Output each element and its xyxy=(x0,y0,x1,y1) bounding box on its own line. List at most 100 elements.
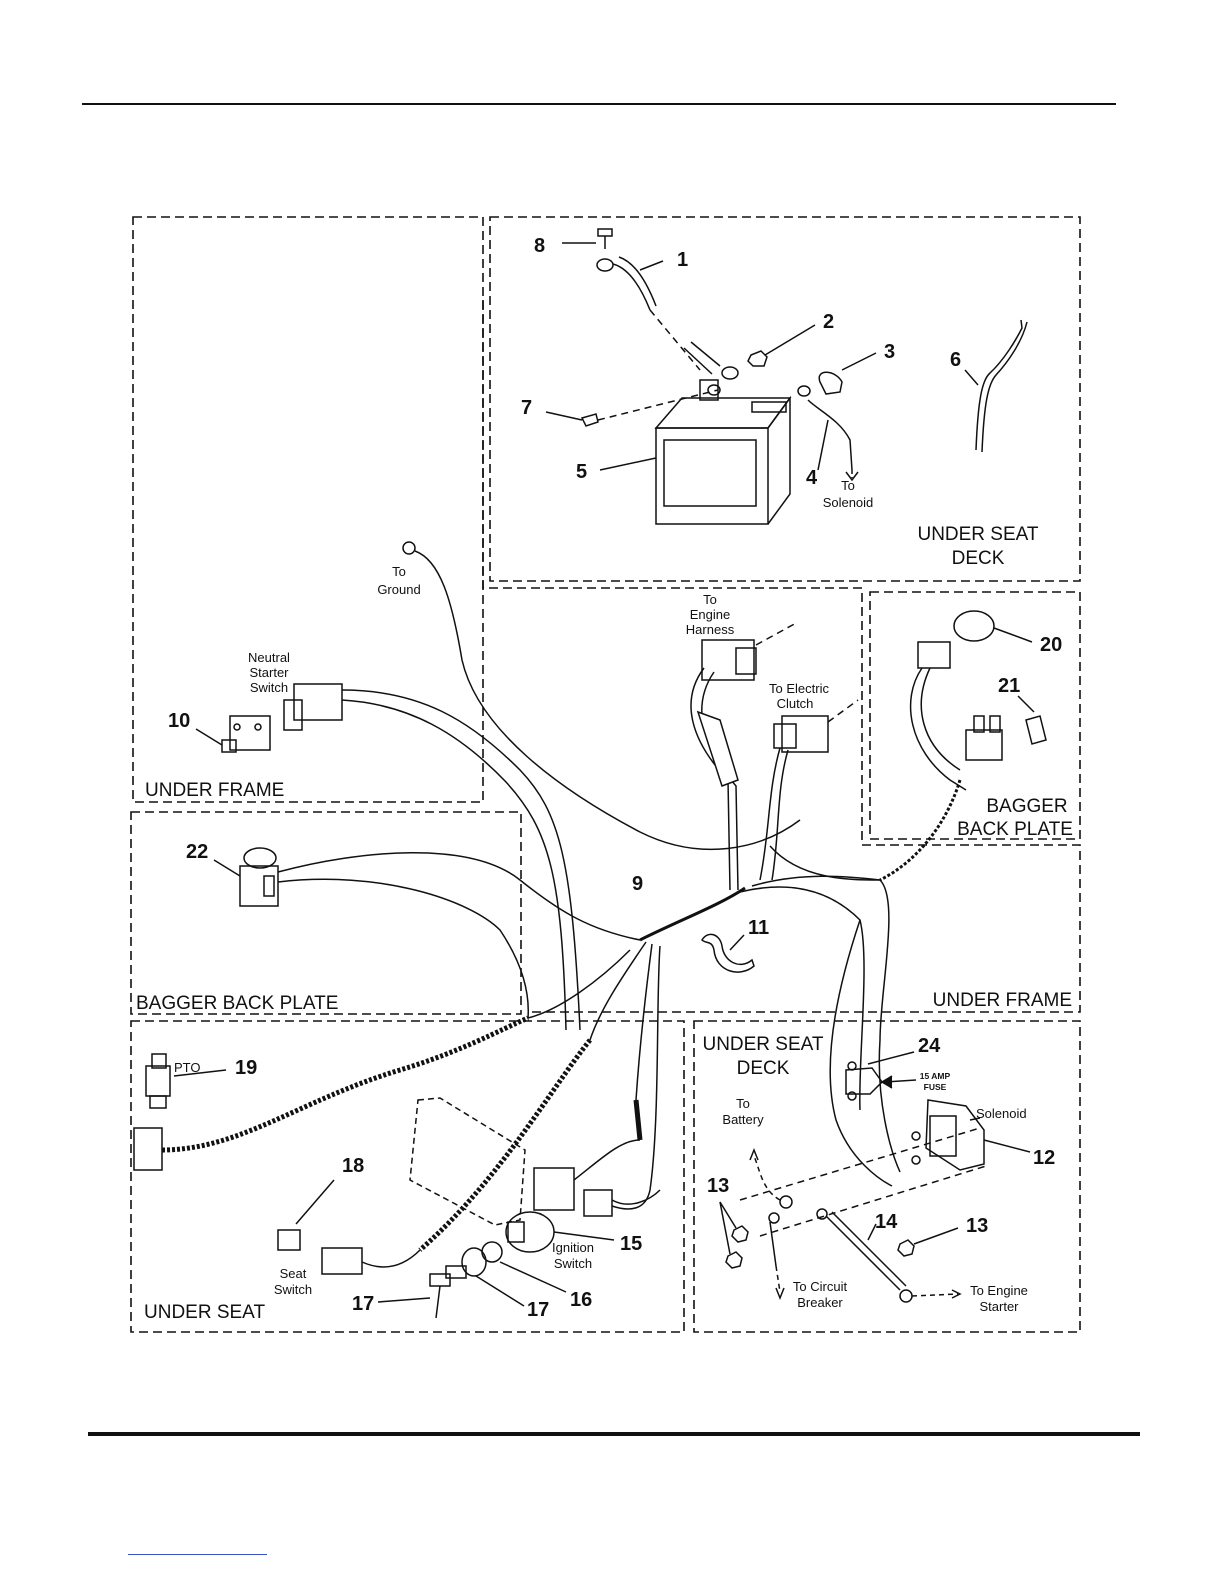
battery-cable-1-icon xyxy=(596,256,721,375)
neutral-starter-switch-10-icon xyxy=(221,715,271,753)
screw-7-icon xyxy=(580,413,599,427)
area-under-seat-deck-top xyxy=(489,216,1081,582)
area-label-under-frame-left: UNDER FRAME xyxy=(145,780,284,801)
label-engine-starter-1: To Engine xyxy=(970,1283,1028,1298)
callout-8: 8 xyxy=(534,235,545,257)
callout-21: 20 xyxy=(1040,634,1062,656)
connector-icon xyxy=(917,641,951,669)
label-to-ground-1: To xyxy=(392,564,406,579)
label-fuse-1: 15 AMP xyxy=(920,1071,951,1081)
cap-22-icon xyxy=(1025,715,1047,745)
nut-2-icon xyxy=(747,350,768,367)
callout-13-right: 13 xyxy=(966,1215,988,1237)
area-bagger-back-plate-left xyxy=(130,811,522,1015)
callout-5: 5 xyxy=(576,461,587,483)
callout-6: 6 xyxy=(950,349,961,371)
battery-lead-icon xyxy=(753,1155,793,1209)
callout-4: 4 xyxy=(806,467,818,489)
clip-11-icon xyxy=(701,933,755,973)
label-to-solenoid-2: Solenoid xyxy=(823,495,874,510)
positive-cable-4-icon xyxy=(807,399,853,471)
area-label-bagger-right-1: BAGGER xyxy=(986,796,1067,817)
footer-link-underline[interactable] xyxy=(128,1554,267,1555)
circuit-breaker-lead-icon xyxy=(768,1212,781,1293)
area-label-bagger-left: BAGGER BACK PLATE xyxy=(136,993,338,1014)
label-to-battery-1: To xyxy=(736,1096,750,1111)
callout-14: 14 xyxy=(875,1211,898,1233)
callout-10: 10 xyxy=(168,710,190,732)
area-bagger-back-plate-right xyxy=(869,591,1081,840)
callout-22: 21 xyxy=(998,675,1020,697)
ground-ring-icon xyxy=(402,541,416,555)
ignition-switch-15-icon xyxy=(505,1211,555,1253)
battery-5-icon xyxy=(654,379,792,525)
nut-13-icon xyxy=(725,1225,749,1269)
callout-17: 17 xyxy=(527,1299,549,1321)
electric-clutch-connector-icon xyxy=(773,715,829,753)
seat-switch-connector-icon xyxy=(321,1247,363,1275)
label-engine-harness-1: To xyxy=(703,592,717,607)
plug-21-icon xyxy=(953,610,995,642)
label-neutral-3: Switch xyxy=(250,680,288,695)
area-label-under-seat-deck-bottom-2: DECK xyxy=(737,1058,790,1079)
label-circuit-breaker-1: To Circuit xyxy=(793,1279,848,1294)
area-label-under-seat-deck-top-1: UNDER SEAT xyxy=(917,524,1038,545)
label-ignition-2: Switch xyxy=(554,1256,592,1271)
callout-16: 16 xyxy=(570,1289,592,1311)
callout-9: 9 xyxy=(632,873,643,895)
fuse-holder-24-icon xyxy=(845,1061,883,1101)
label-engine-starter-2: Starter xyxy=(979,1299,1019,1314)
pto-connector-icon xyxy=(133,1127,163,1171)
connector-icon xyxy=(283,683,343,731)
header-rule xyxy=(82,103,1116,105)
callout-11: 11 xyxy=(748,917,769,939)
label-to-battery-2: Battery xyxy=(722,1112,764,1127)
callout-19: 18 xyxy=(342,1155,364,1177)
callout-23: 22 xyxy=(186,841,208,863)
footer-rule xyxy=(88,1432,1140,1436)
area-label-under-frame-right: UNDER FRAME xyxy=(933,990,1072,1011)
callout-13-left: 13 xyxy=(707,1175,729,1197)
callout-1: 1 xyxy=(677,249,688,271)
label-neutral-2: Starter xyxy=(249,665,289,680)
bagger-switch-connector-icon xyxy=(965,715,1003,761)
keys-18-icon xyxy=(429,1265,467,1319)
callout-20: 19 xyxy=(235,1057,257,1079)
terminal-icon xyxy=(797,385,811,397)
nut-13-icon xyxy=(897,1239,915,1257)
area-under-seat xyxy=(130,1020,685,1333)
area-under-seat-deck-bottom xyxy=(693,1020,1081,1333)
label-electric-clutch-2: Clutch xyxy=(777,696,814,711)
bracket-icon xyxy=(409,1097,526,1226)
terminal-icon xyxy=(707,384,721,396)
area-label-under-seat-deck-bottom-1: UNDER SEAT xyxy=(702,1034,823,1055)
label-seat-switch-2: Switch xyxy=(274,1282,312,1297)
callout-3: 3 xyxy=(884,341,895,363)
label-electric-clutch-1: To Electric xyxy=(769,681,829,696)
area-under-frame-right xyxy=(482,300,1081,1013)
bezel-17-icon xyxy=(461,1247,487,1277)
label-neutral-1: Neutral xyxy=(248,650,290,665)
label-engine-harness-2: Engine xyxy=(690,607,730,622)
callout-7: 7 xyxy=(521,397,532,419)
engine-harness-connector-icon xyxy=(701,639,757,681)
label-to-solenoid-1: To xyxy=(841,478,855,493)
area-label-under-seat-deck-top-2: DECK xyxy=(952,548,1005,569)
label-pto: PTO xyxy=(174,1060,201,1075)
rod-6-icon xyxy=(975,319,1023,451)
label-seat-switch-1: Seat xyxy=(280,1266,307,1281)
seat-switch-19-icon xyxy=(277,1229,301,1251)
pto-switch-20-icon xyxy=(145,1053,171,1109)
cable-14-icon xyxy=(816,1208,913,1303)
label-engine-harness-3: Harness xyxy=(686,622,735,637)
callout-2: 2 xyxy=(823,311,834,333)
label-solenoid: Solenoid xyxy=(976,1106,1027,1121)
area-label-bagger-right-2: BACK PLATE xyxy=(957,819,1073,840)
label-fuse-2: FUSE xyxy=(924,1082,947,1092)
label-circuit-breaker-2: Breaker xyxy=(797,1295,843,1310)
ignition-connector-icon xyxy=(533,1167,613,1217)
area-under-frame-left xyxy=(132,216,484,803)
callout-12: 12 xyxy=(1033,1147,1055,1169)
callout-24: 24 xyxy=(918,1035,941,1057)
